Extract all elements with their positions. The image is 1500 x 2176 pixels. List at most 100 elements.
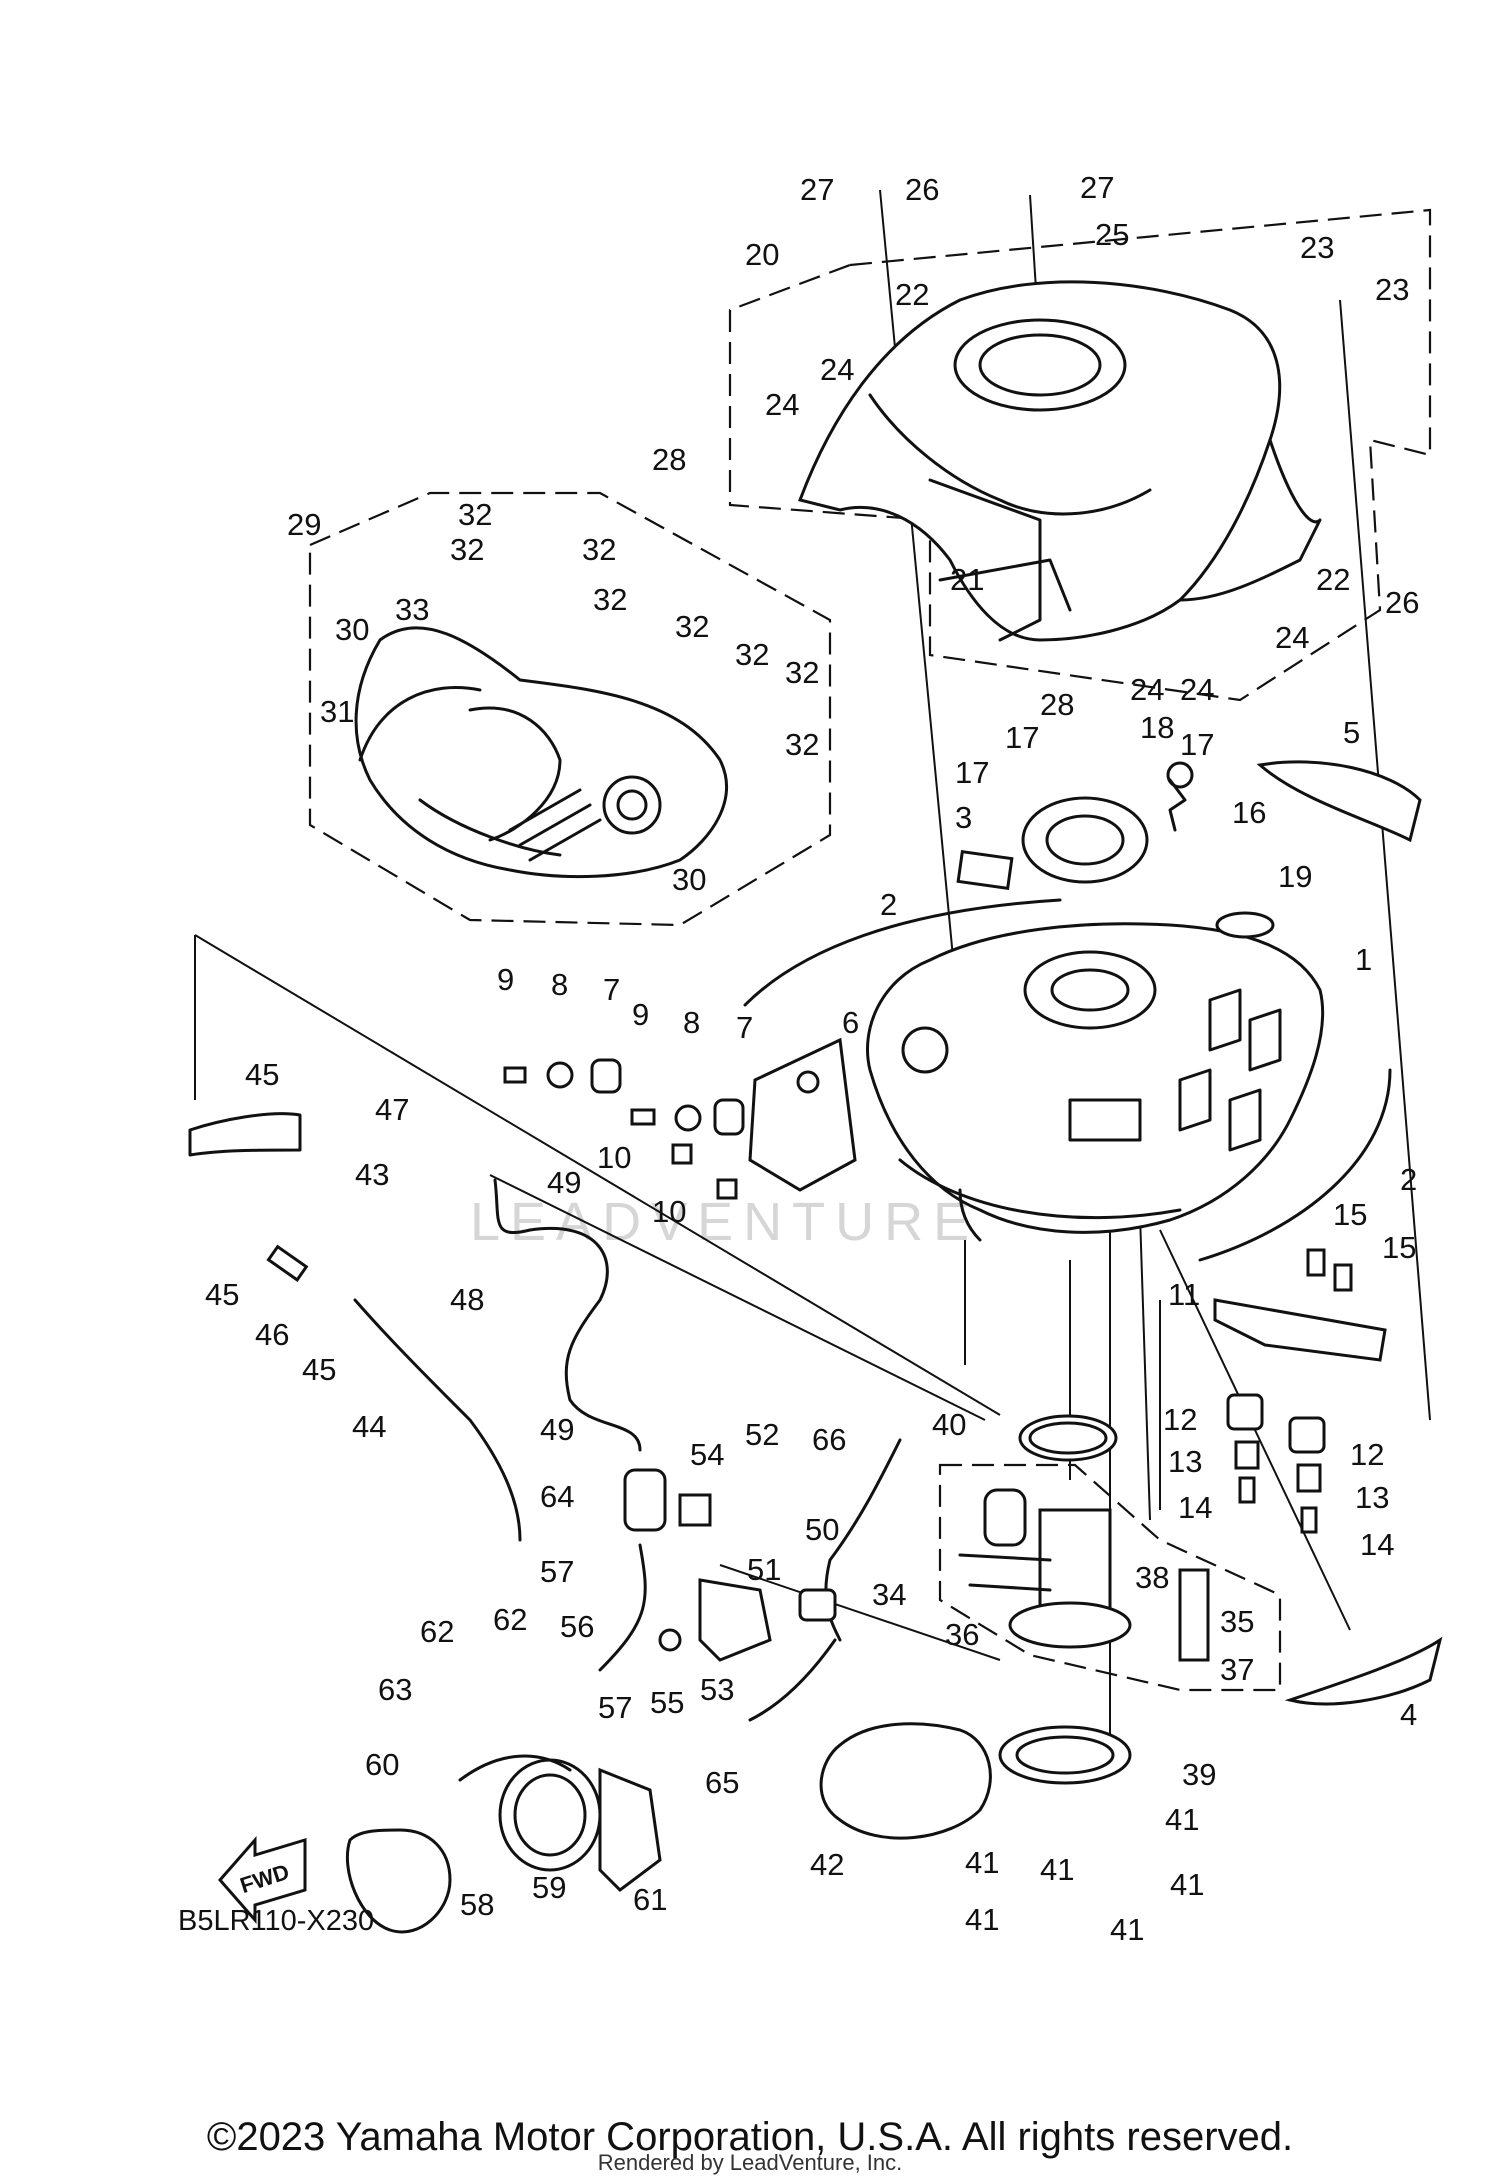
fwd-arrow-icon: FWD xyxy=(218,1836,307,1924)
callout-8: 8 xyxy=(683,1005,700,1040)
callout-64: 50 xyxy=(805,1512,839,1547)
callout-36: 36 xyxy=(945,1617,979,1652)
callout-32: 32 xyxy=(458,497,492,532)
callout-32: 32 xyxy=(450,532,484,567)
callout-57: 57 xyxy=(540,1554,574,1589)
callout-51: 51 xyxy=(747,1552,781,1587)
callout-45: 45 xyxy=(245,1057,279,1092)
trim-strips xyxy=(743,898,1392,1262)
callout-41: 41 xyxy=(965,1902,999,1937)
callout-17: 17 xyxy=(1005,720,1039,755)
callout-34: 34 xyxy=(872,1577,906,1612)
callout-23: 23 xyxy=(1375,272,1409,307)
callout-10: 10 xyxy=(652,1194,686,1229)
callout-45: 45 xyxy=(302,1352,336,1387)
callout-14: 14 xyxy=(1178,1490,1212,1525)
callout-14: 14 xyxy=(1360,1527,1394,1562)
callout-46: 46 xyxy=(255,1317,289,1352)
callout-9: 9 xyxy=(632,997,649,1032)
callout-38: 38 xyxy=(1135,1560,1169,1595)
fuel-pump-assembly xyxy=(958,1414,1210,1785)
callout-39: 39 xyxy=(1182,1757,1216,1792)
callout-41: 41 xyxy=(1110,1912,1144,1947)
callout-19: 19 xyxy=(1278,859,1312,894)
callout-29: 29 xyxy=(287,507,321,542)
group-outlines xyxy=(308,208,1432,1692)
copyright-notice: ©2023 Yamaha Motor Corporation, U.S.A. A… xyxy=(206,2115,1294,2159)
filter-and-brackets xyxy=(623,1468,837,1662)
callout-58: 58 xyxy=(460,1887,494,1922)
callout-10: 10 xyxy=(597,1140,631,1175)
diagram-code: B5LR110-X230 xyxy=(178,1905,374,1937)
callout-42: 42 xyxy=(810,1847,844,1882)
callout-27: 27 xyxy=(800,172,834,207)
callout-49: 49 xyxy=(547,1165,581,1200)
reference-lines xyxy=(194,189,1431,1740)
callout-9: 9 xyxy=(497,962,514,997)
callout-37: 37 xyxy=(1220,1652,1254,1687)
callout-44: 44 xyxy=(352,1409,386,1444)
label-3 xyxy=(956,849,1014,891)
callout-52: 52 xyxy=(745,1417,779,1452)
render-note: Rendered by LeadVenture, Inc. xyxy=(597,2150,903,2175)
callout-28: 28 xyxy=(1040,687,1074,722)
washers xyxy=(503,1058,745,1200)
callout-labels: 27 26 27 20 25 22 23 23 24 24 24 28 22 2… xyxy=(205,170,1419,1947)
callout-65: 65 xyxy=(705,1765,739,1800)
callout-21: 21 xyxy=(950,562,984,597)
callout-18: 18 xyxy=(1140,710,1174,745)
callout-49: 49 xyxy=(540,1412,574,1447)
callout-32: 32 xyxy=(785,727,819,762)
canister-assembly xyxy=(345,1754,662,1934)
callout-7: 7 xyxy=(603,972,620,1007)
callout-25: 25 xyxy=(1095,217,1129,252)
callout-24: 24 xyxy=(1180,672,1214,707)
callout-7: 7 xyxy=(736,1010,753,1045)
callout-20: 20 xyxy=(745,237,779,272)
callout-32: 32 xyxy=(582,532,616,567)
callout-17: 17 xyxy=(955,755,989,790)
callout-13: 13 xyxy=(1168,1444,1202,1479)
callout-57: 57 xyxy=(598,1690,632,1725)
callout-48: 48 xyxy=(450,1282,484,1317)
callout-41: 41 xyxy=(1165,1802,1199,1837)
callout-12: 12 xyxy=(1350,1437,1384,1472)
callout-17: 17 xyxy=(1180,727,1214,762)
callout-1: 1 xyxy=(1355,942,1372,977)
callout-54: 54 xyxy=(690,1437,724,1472)
callout-15: 15 xyxy=(1333,1197,1367,1232)
callout-3: 3 xyxy=(955,800,972,835)
callout-41: 41 xyxy=(1170,1867,1204,1902)
callout-50: 64 xyxy=(540,1479,574,1514)
callout-32: 32 xyxy=(785,655,819,690)
side-cover xyxy=(354,626,728,879)
callout-32: 32 xyxy=(735,637,769,672)
bracket-11 xyxy=(1213,1248,1387,1534)
callout-53: 53 xyxy=(700,1672,734,1707)
cap-19 xyxy=(1215,911,1275,939)
callout-66: 66 xyxy=(812,1422,846,1457)
callout-24: 24 xyxy=(1130,672,1164,707)
callout-63: 63 xyxy=(378,1672,412,1707)
callout-2: 2 xyxy=(880,887,897,922)
callout-43: 43 xyxy=(355,1157,389,1192)
shroud-5 xyxy=(1256,760,1422,843)
callout-30: 30 xyxy=(335,612,369,647)
callout-16: 16 xyxy=(1232,795,1266,830)
callout-55: 55 xyxy=(650,1685,684,1720)
callout-27: 27 xyxy=(1080,170,1114,205)
callout-45: 45 xyxy=(205,1277,239,1312)
callout-62: 62 xyxy=(493,1602,527,1637)
bracket-6 xyxy=(748,1037,857,1192)
watermark-text: LEADVENTURE xyxy=(470,1192,979,1252)
fuel-tank xyxy=(866,922,1325,1242)
shroud-4 xyxy=(1284,1636,1443,1706)
callout-2: 2 xyxy=(1400,1162,1417,1197)
callout-41: 41 xyxy=(965,1845,999,1880)
callout-24: 24 xyxy=(765,387,799,422)
callout-5: 5 xyxy=(1343,715,1360,750)
callout-15: 15 xyxy=(1382,1230,1416,1265)
callout-30: 30 xyxy=(672,862,706,897)
callout-22: 22 xyxy=(895,277,929,312)
